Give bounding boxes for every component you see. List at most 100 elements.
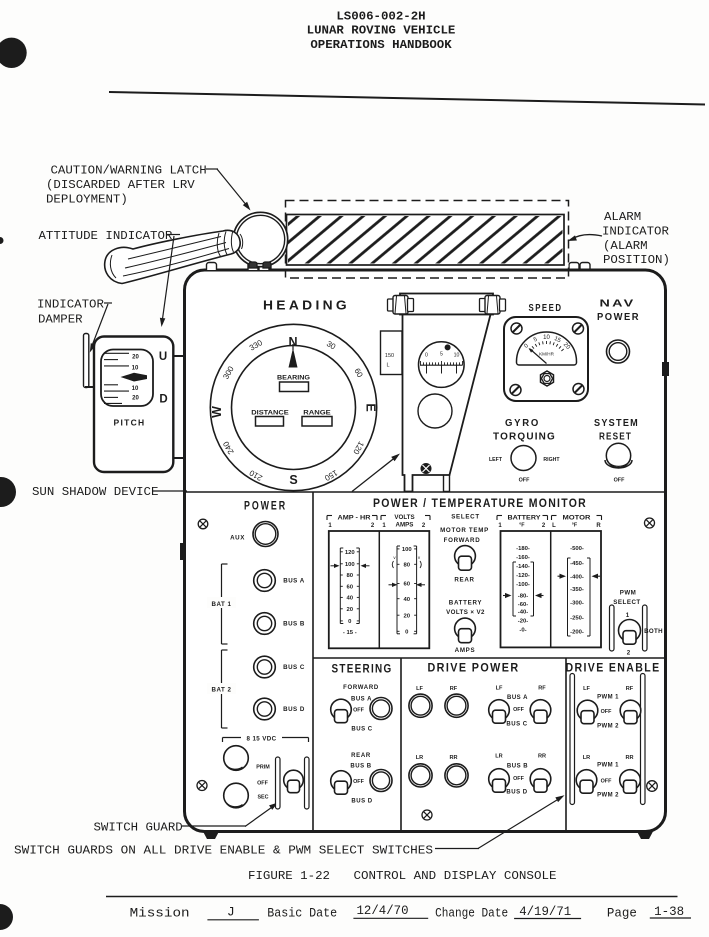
svg-text:OFF: OFF [601, 709, 612, 715]
svg-text:BUS D: BUS D [283, 706, 305, 713]
svg-text:CAUTION/WARNING LATCH: CAUTION/WARNING LATCH [51, 164, 207, 178]
svg-text:DISTANCE: DISTANCE [251, 410, 289, 417]
svg-text:LEFT: LEFT [489, 457, 503, 463]
svg-text:BUS B: BUS B [350, 764, 371, 770]
svg-text:RR: RR [538, 754, 546, 760]
svg-text:OFF: OFF [257, 781, 268, 787]
svg-text:RF: RF [626, 686, 634, 692]
svg-text:BUS D: BUS D [506, 790, 527, 796]
svg-text:BAT 2: BAT 2 [212, 687, 232, 694]
svg-text:2: 2 [627, 650, 631, 657]
svg-text:-500-: -500- [570, 546, 584, 552]
svg-text:LF: LF [496, 686, 503, 692]
svg-text:SUN SHADOW DEVICE: SUN SHADOW DEVICE [32, 485, 158, 499]
svg-text:VOLTS × V2: VOLTS × V2 [446, 609, 485, 616]
svg-text:-200-: -200- [570, 630, 584, 636]
svg-text:REAR: REAR [454, 577, 474, 584]
svg-text:POSITION): POSITION) [603, 253, 670, 267]
svg-text:20: 20 [562, 342, 571, 351]
svg-text:CONTROL AND DISPLAY CONSOLE: CONTROL AND DISPLAY CONSOLE [354, 869, 557, 883]
svg-text:60: 60 [404, 582, 411, 588]
svg-text:-350-: -350- [570, 587, 584, 593]
svg-text:PWM 1: PWM 1 [597, 763, 619, 769]
svg-text:SWITCH GUARDS ON ALL DRIVE ENA: SWITCH GUARDS ON ALL DRIVE ENABLE & PWM … [14, 844, 433, 858]
svg-text:S: S [289, 473, 297, 487]
svg-text:BOTH: BOTH [644, 628, 663, 635]
svg-text:PWM 2: PWM 2 [597, 724, 619, 730]
svg-text:v: v [393, 555, 396, 560]
svg-text:1: 1 [498, 523, 502, 529]
svg-text:U: U [159, 351, 167, 363]
svg-text:BUS A: BUS A [351, 697, 372, 703]
svg-text:TORQUING: TORQUING [493, 432, 556, 443]
svg-text:20: 20 [404, 613, 411, 619]
svg-text:-60-: -60- [518, 602, 529, 608]
svg-text:SPEED: SPEED [529, 302, 563, 314]
svg-text:E: E [364, 403, 378, 411]
svg-text:0: 0 [425, 353, 428, 359]
svg-text:FIGURE 1-22: FIGURE 1-22 [248, 869, 330, 883]
svg-text:Page: Page [607, 906, 637, 921]
svg-text:LF: LF [583, 686, 590, 692]
svg-text:STEERING: STEERING [332, 664, 393, 676]
svg-text:AMP - HR: AMP - HR [338, 515, 372, 522]
svg-text:DAMPER: DAMPER [38, 313, 83, 327]
svg-text:SELECT: SELECT [613, 599, 640, 606]
svg-text:BATTERY: BATTERY [449, 600, 483, 607]
svg-text:1: 1 [328, 523, 332, 529]
svg-text:- 15 -: - 15 - [343, 630, 357, 636]
svg-text:-250-: -250- [570, 616, 584, 622]
svg-text:R: R [596, 523, 601, 529]
svg-text:OFF: OFF [513, 776, 524, 782]
svg-text:DEPLOYMENT): DEPLOYMENT) [46, 193, 128, 207]
svg-text:NAV: NAV [600, 299, 636, 310]
svg-text:4/19/71: 4/19/71 [519, 904, 571, 919]
svg-text:L: L [386, 363, 389, 369]
svg-text:1: 1 [626, 612, 630, 619]
svg-text:1-38: 1-38 [654, 904, 684, 919]
svg-text:-400-: -400- [570, 574, 584, 580]
svg-text:80: 80 [347, 573, 354, 579]
svg-text:10: 10 [454, 353, 460, 359]
svg-text:5: 5 [533, 337, 539, 344]
svg-text:SWITCH GUARD: SWITCH GUARD [94, 821, 183, 835]
svg-text:PWM: PWM [620, 590, 637, 597]
svg-text:RANGE: RANGE [303, 410, 331, 417]
svg-text:-20-: -20- [518, 619, 529, 625]
svg-text:2: 2 [371, 523, 375, 529]
svg-text:8 15 VDC: 8 15 VDC [246, 736, 276, 743]
svg-text:MOTOR TEMP: MOTOR TEMP [440, 527, 489, 534]
svg-text:-0-: -0- [519, 627, 526, 633]
svg-text:10: 10 [543, 335, 550, 341]
svg-text:100: 100 [402, 547, 413, 553]
svg-text:BUS B: BUS B [283, 621, 305, 628]
svg-text:(DISCARDED AFTER LRV: (DISCARDED AFTER LRV [46, 178, 195, 192]
svg-text:0: 0 [348, 619, 352, 625]
svg-text:SYSTEM: SYSTEM [594, 418, 639, 429]
svg-text:AMPS: AMPS [455, 647, 476, 654]
svg-text:-40-: -40- [518, 610, 529, 616]
svg-text:10: 10 [132, 386, 139, 392]
svg-text:-160-: -160- [516, 555, 530, 561]
svg-text:-80-: -80- [518, 594, 529, 600]
svg-text:BUS C: BUS C [283, 664, 305, 671]
svg-text:5: 5 [440, 352, 443, 358]
svg-text:LF: LF [416, 686, 423, 692]
svg-text:BAT 1: BAT 1 [212, 601, 232, 608]
svg-text:OPERATIONS HANDBOOK: OPERATIONS HANDBOOK [310, 38, 452, 52]
svg-text:150: 150 [385, 353, 394, 359]
svg-text:OFF: OFF [519, 478, 530, 484]
svg-text:OFF: OFF [353, 708, 364, 714]
svg-text:VOLTS: VOLTS [394, 514, 414, 521]
svg-text:-180-: -180- [516, 546, 530, 552]
svg-text:60: 60 [347, 585, 354, 591]
svg-text:20: 20 [132, 355, 139, 361]
svg-text:0: 0 [405, 630, 409, 636]
svg-text:OFF: OFF [614, 478, 625, 484]
svg-text:-450-: -450- [570, 561, 584, 567]
svg-text:OFF: OFF [353, 779, 364, 785]
svg-text:1: 1 [382, 523, 386, 529]
svg-text:J: J [227, 905, 235, 920]
svg-text:DRIVE POWER: DRIVE POWER [428, 663, 520, 675]
svg-text:BUS C: BUS C [351, 727, 372, 733]
